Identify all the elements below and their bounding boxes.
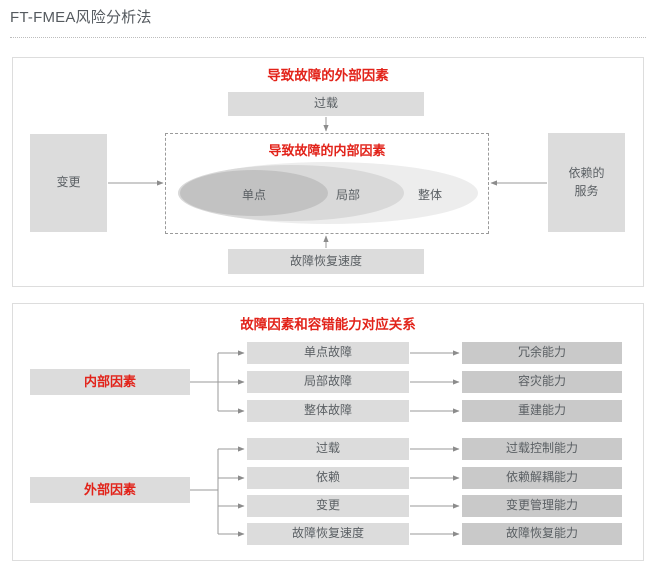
title-divider (10, 37, 646, 38)
box-capability-rebuild[interactable]: 重建能力 (462, 400, 622, 422)
box-capability-dependency-decoupling[interactable]: 依赖解耦能力 (462, 467, 622, 489)
ellipse-label-whole: 整体 (417, 188, 442, 202)
box-factor-change[interactable]: 变更 (247, 495, 409, 517)
box-capability-disaster-recovery[interactable]: 容灾能力 (462, 371, 622, 393)
box-change[interactable]: 变更 (30, 134, 107, 232)
heading-factor-capability: 故障因素和容错能力对应关系 (240, 317, 416, 332)
box-dependent-service[interactable]: 依赖的 服务 (548, 133, 625, 232)
internal-factors-container (165, 133, 489, 234)
box-overload[interactable]: 过载 (228, 92, 424, 116)
box-capability-failure-recovery[interactable]: 故障恢复能力 (462, 523, 622, 545)
box-dependent-service-line2: 服务 (574, 183, 599, 198)
box-external-factors[interactable]: 外部因素 (30, 477, 190, 503)
box-capability-overload-control[interactable]: 过载控制能力 (462, 438, 622, 460)
box-factor-whole-failure[interactable]: 整体故障 (247, 400, 409, 422)
box-factor-single-point-failure[interactable]: 单点故障 (247, 342, 409, 364)
ellipse-label-single-point: 单点 (241, 188, 266, 202)
box-internal-factors[interactable]: 内部因素 (30, 369, 190, 395)
box-dependent-service-line1: 依赖的 (568, 166, 605, 181)
box-factor-recovery-speed[interactable]: 故障恢复速度 (247, 523, 409, 545)
box-factor-overload[interactable]: 过载 (247, 438, 409, 460)
heading-external-factors: 导致故障的外部因素 (267, 68, 389, 83)
heading-internal-factors: 导致故障的内部因素 (268, 143, 386, 158)
box-factor-partial-failure[interactable]: 局部故障 (247, 371, 409, 393)
box-capability-redundancy[interactable]: 冗余能力 (462, 342, 622, 364)
box-recovery-speed[interactable]: 故障恢复速度 (228, 249, 424, 274)
ellipse-single-point[interactable] (180, 170, 328, 216)
box-factor-dependency[interactable]: 依赖 (247, 467, 409, 489)
ellipse-label-partial: 局部 (335, 188, 360, 202)
box-capability-change-management[interactable]: 变更管理能力 (462, 495, 622, 517)
page-title: FT-FMEA风险分析法 (10, 9, 152, 26)
